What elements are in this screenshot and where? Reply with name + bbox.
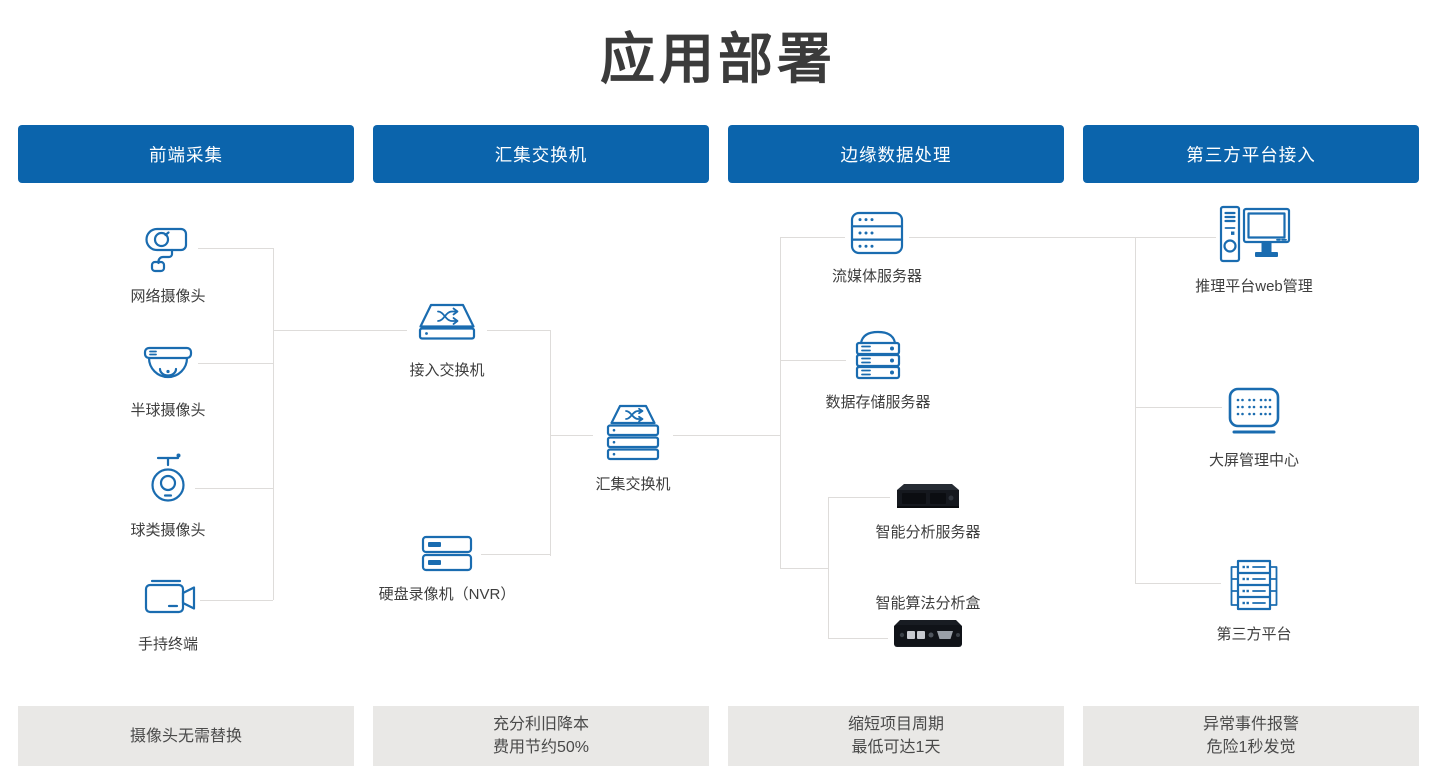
node-label: 流媒体服务器 xyxy=(831,268,922,285)
node-dome-camera: 半球摄像头 xyxy=(98,344,238,420)
storage-server-icon xyxy=(848,328,908,382)
connector xyxy=(1135,237,1136,583)
led-screen-icon xyxy=(1224,386,1284,440)
ptz-ball-camera-icon xyxy=(143,452,193,510)
dome-camera-icon xyxy=(140,344,196,390)
connector xyxy=(780,568,828,569)
connector xyxy=(673,435,780,436)
connector xyxy=(487,330,550,331)
connector xyxy=(273,330,407,331)
node-algorithm-box: 智能算法分析盒 xyxy=(858,592,998,655)
node-label: 大屏管理中心 xyxy=(1208,452,1299,469)
analysis-box-photo xyxy=(890,616,966,650)
connector xyxy=(198,248,273,249)
benefit-box-cameras: 摄像头无需替换 xyxy=(18,706,354,766)
node-label: 第三方平台 xyxy=(1216,626,1292,643)
connector xyxy=(481,554,550,555)
connector xyxy=(198,363,273,364)
node-third-party-platform: 第三方平台 xyxy=(1184,558,1324,644)
connector xyxy=(909,237,1216,238)
connector xyxy=(195,488,273,489)
benefit-line: 充分利旧降本 xyxy=(492,716,589,733)
node-label: 接入交换机 xyxy=(409,362,485,379)
connector xyxy=(780,237,845,238)
node-access-switch: 接入交换机 xyxy=(377,300,517,380)
node-handheld-terminal: 手持终端 xyxy=(98,576,238,654)
page-title: 应用部署 xyxy=(599,28,836,90)
node-ball-camera: 球类摄像头 xyxy=(98,452,238,540)
node-analysis-server: 智能分析服务器 xyxy=(858,480,998,542)
node-network-camera: 网络摄像头 xyxy=(98,224,238,306)
connector xyxy=(780,360,846,361)
bullet-camera-icon xyxy=(140,224,196,276)
column-header-frontend-collection: 前端采集 xyxy=(18,125,354,183)
benefit-box-alarm: 异常事件报警 危险1秒发觉 xyxy=(1083,706,1419,766)
workstation-icon xyxy=(1216,204,1292,266)
node-label: 半球摄像头 xyxy=(130,402,206,419)
connector xyxy=(200,600,273,601)
node-aggregation-switch: 汇集交换机 xyxy=(563,402,703,494)
benefit-box-cycle: 缩短项目周期 最低可达1天 xyxy=(728,706,1064,766)
node-label: 智能算法分析盒 xyxy=(875,595,981,612)
connector xyxy=(780,237,781,568)
stacked-switch-icon xyxy=(595,402,671,464)
node-label: 球类摄像头 xyxy=(130,522,206,539)
switch-icon xyxy=(409,300,485,350)
rack-server-photo xyxy=(892,480,964,512)
node-storage-server: 数据存储服务器 xyxy=(808,328,948,412)
benefit-box-cost: 充分利旧降本 费用节约50% xyxy=(373,706,709,766)
node-big-screen-center: 大屏管理中心 xyxy=(1184,386,1324,470)
server-rack-icon xyxy=(847,210,907,256)
node-label: 推理平台web管理 xyxy=(1195,278,1313,295)
node-label: 硬盘录像机（NVR） xyxy=(378,586,516,603)
handheld-camera-icon xyxy=(138,576,198,624)
connector xyxy=(828,497,890,498)
connector xyxy=(1135,407,1222,408)
column-header-third-party-access: 第三方平台接入 xyxy=(1083,125,1419,183)
connector xyxy=(828,497,829,638)
column-headers: 前端采集 汇集交换机 边缘数据处理 第三方平台接入 xyxy=(18,125,1419,183)
platform-rack-icon xyxy=(1223,558,1285,614)
node-label: 数据存储服务器 xyxy=(825,394,931,411)
node-label: 网络摄像头 xyxy=(130,288,206,305)
benefit-line: 异常事件报警 xyxy=(1202,716,1299,733)
benefit-boxes: 摄像头无需替换 充分利旧降本 费用节约50% 缩短项目周期 最低可达1天 异常事… xyxy=(18,706,1419,766)
connector xyxy=(828,638,888,639)
nvr-icon xyxy=(415,534,479,574)
node-streaming-server: 流媒体服务器 xyxy=(807,210,947,286)
column-header-aggregation-switch: 汇集交换机 xyxy=(373,125,709,183)
node-label: 手持终端 xyxy=(137,636,198,653)
benefit-line: 缩短项目周期 xyxy=(847,716,944,733)
node-inference-platform: 推理平台web管理 xyxy=(1184,204,1324,296)
connector xyxy=(550,330,551,556)
node-label: 汇集交换机 xyxy=(595,476,671,493)
column-header-edge-processing: 边缘数据处理 xyxy=(728,125,1064,183)
connector xyxy=(273,248,274,600)
benefit-line: 危险1秒发觉 xyxy=(1206,739,1296,756)
connector xyxy=(1135,583,1221,584)
benefit-line: 摄像头无需替换 xyxy=(129,727,242,745)
connector xyxy=(550,435,593,436)
benefit-line: 最低可达1天 xyxy=(851,739,941,756)
node-label: 智能分析服务器 xyxy=(875,524,981,541)
benefit-line: 费用节约50% xyxy=(492,739,590,756)
node-nvr: 硬盘录像机（NVR） xyxy=(372,534,522,604)
